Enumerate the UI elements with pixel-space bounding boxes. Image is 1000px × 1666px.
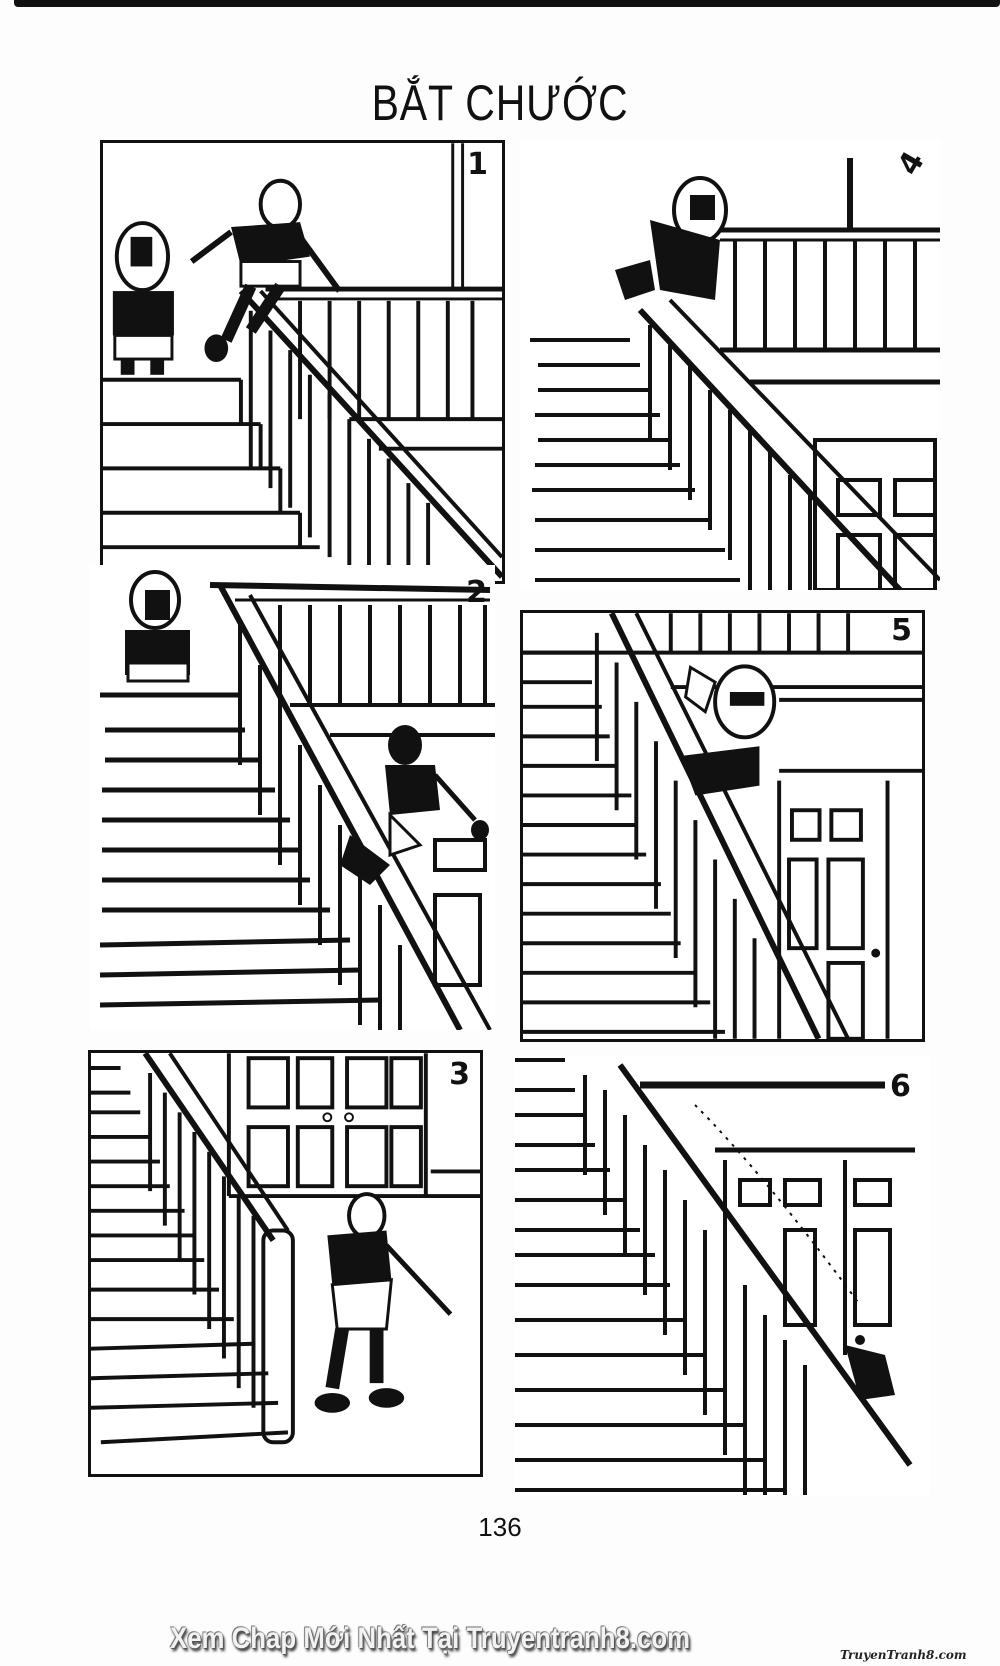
crash-debris	[845, 1335, 895, 1400]
comic-panel-1: 1	[100, 140, 505, 584]
panel-number: 5	[891, 613, 912, 648]
toddler-figure	[112, 221, 174, 375]
panel-1-illustration	[103, 143, 502, 581]
panel-3-illustration	[91, 1053, 480, 1445]
panel-number: 1	[467, 147, 488, 182]
panel-number: 3	[449, 1057, 470, 1092]
boy-sliding-figure	[340, 725, 489, 885]
toddler-watching-figure	[125, 570, 190, 683]
page-number: 136	[478, 1512, 522, 1542]
watermark-banner: Xem Chap Mới Nhất Tại Truyentranh8.com	[170, 1622, 691, 1655]
top-border-bar	[14, 0, 1000, 7]
comic-panel-3: 3	[88, 1050, 483, 1477]
boy-figure	[189, 178, 342, 362]
comic-panel-5: 5	[520, 610, 925, 1042]
comic-panel-6: 6	[515, 1055, 930, 1495]
panel-2-illustration	[99, 570, 495, 1030]
page-title: BẮT CHƯỚC	[371, 75, 629, 131]
toddler-sliding-figure	[680, 664, 777, 796]
panel-number: 2	[466, 575, 487, 610]
comic-panel-2: 2	[90, 565, 495, 1030]
panel-6-illustration	[515, 1058, 915, 1495]
boy-landing-figure	[314, 1192, 453, 1413]
panel-4-illustration	[530, 158, 940, 590]
toddler-climbing-figure	[615, 176, 728, 300]
panel-number: 6	[890, 1069, 911, 1104]
panel-5-illustration	[523, 613, 922, 1039]
site-logo: TruyenTranh8.com	[840, 1648, 967, 1662]
comic-panel-4: 4	[520, 140, 940, 590]
